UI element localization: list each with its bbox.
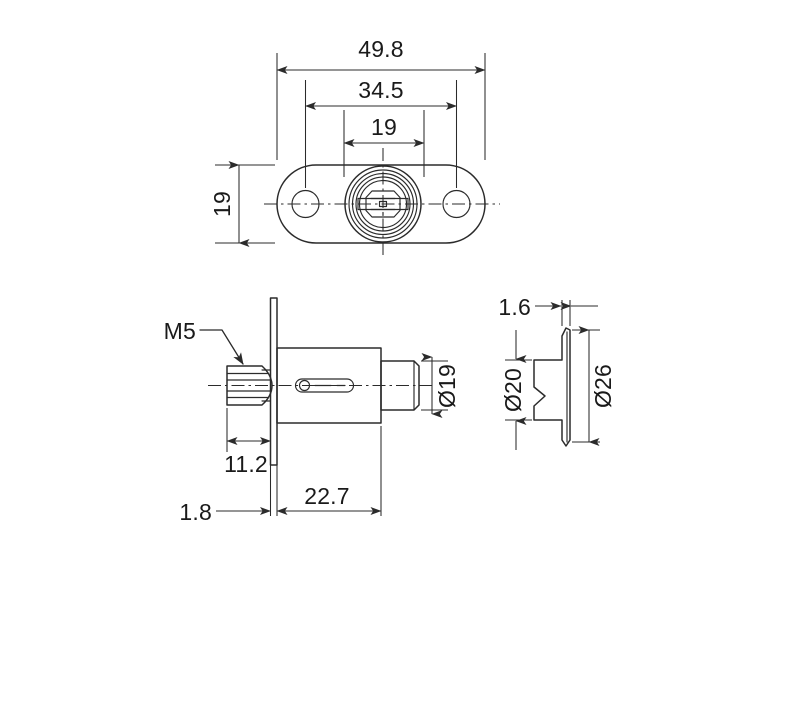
barrel-slot-outline [294, 378, 355, 393]
dim-label-m5: M5 [164, 318, 196, 344]
dim-label-49-8: 49.8 [358, 36, 404, 62]
dim-label-dia20: Ø20 [500, 368, 526, 412]
dim-label-dia19: Ø19 [434, 364, 460, 408]
faceplate-outline [276, 164, 486, 244]
front-view-group: 49.8 34.5 19 19 [209, 36, 500, 258]
dim-label-34-5: 34.5 [358, 77, 404, 103]
lock-barrel-body [276, 347, 382, 424]
dim-label-dia26: Ø26 [590, 364, 616, 408]
keyway-plug-outline [365, 190, 401, 218]
dim-label-22-7: 22.7 [304, 483, 350, 509]
dim-label-11-2: 11.2 [224, 451, 268, 477]
washer-detail-view-group: 1.6 Ø20 Ø26 [498, 294, 616, 450]
washer-profile-outline [533, 327, 571, 447]
dim-label-1-8: 1.8 [179, 499, 212, 525]
m5-leader-line [199, 329, 244, 365]
dim-label-19-left: 19 [209, 191, 235, 217]
dim-label-1-6: 1.6 [498, 294, 531, 320]
dim-label-19-top: 19 [371, 114, 397, 140]
side-view-group: M5 Ø19 11.2 1.8 22.7 [164, 297, 460, 525]
